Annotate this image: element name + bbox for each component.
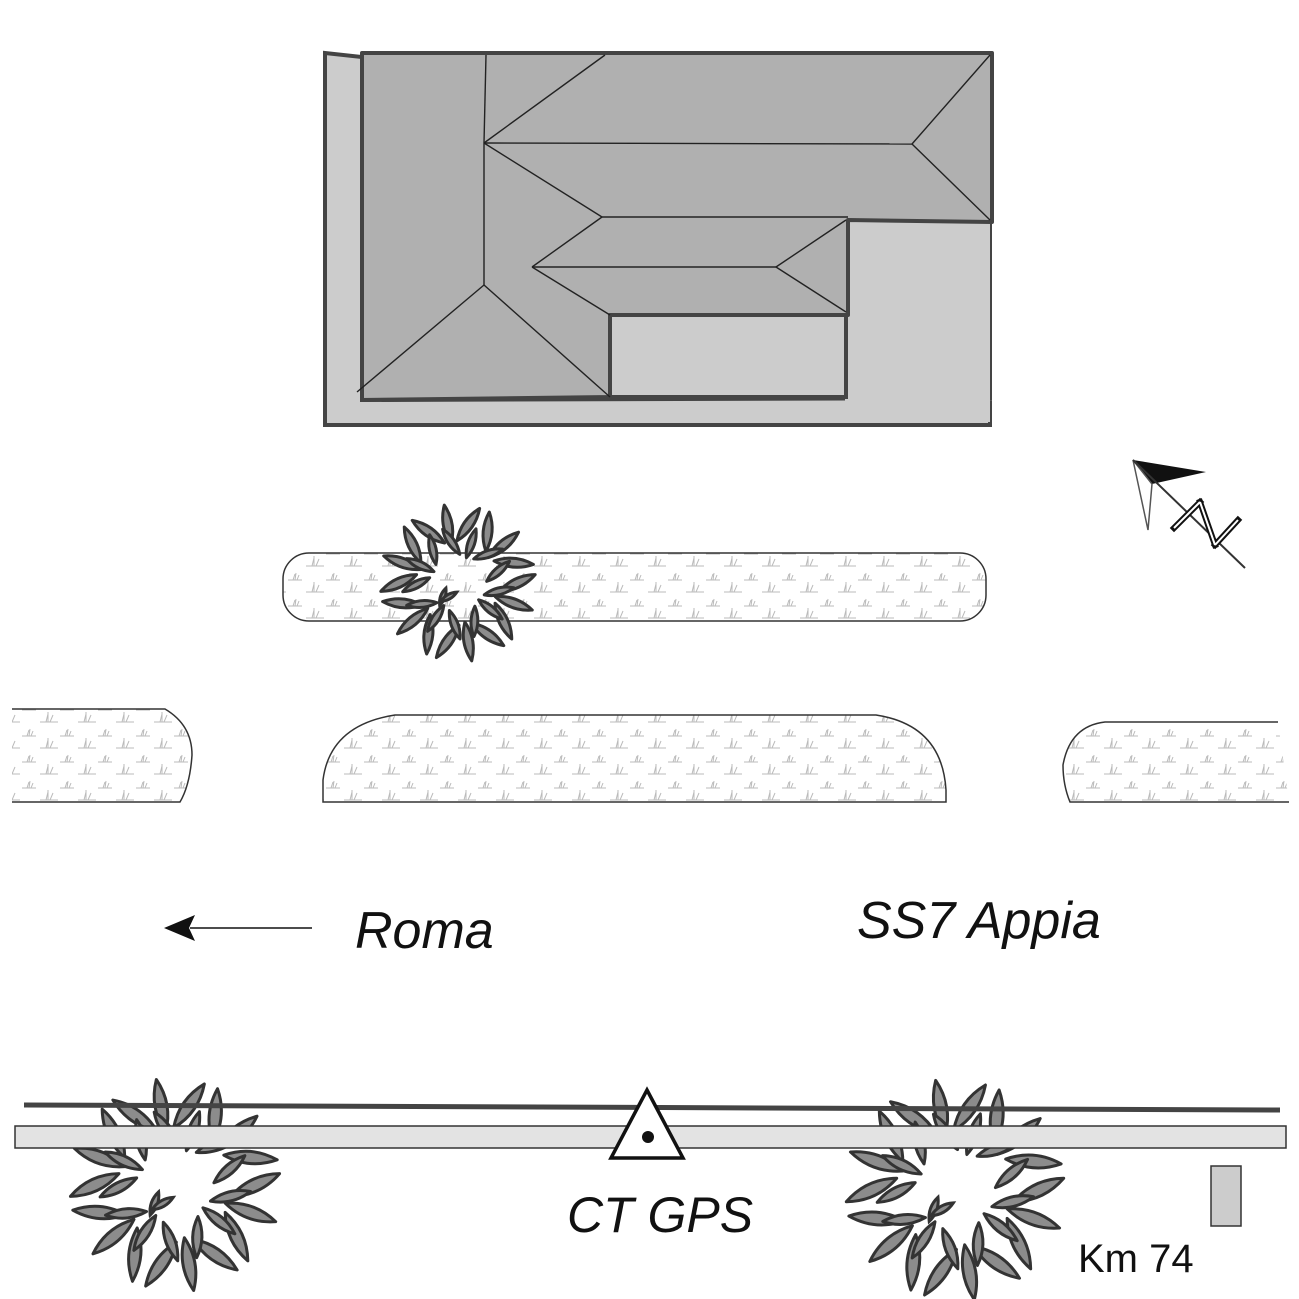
station-label: CT GPS xyxy=(567,1187,753,1243)
direction-label: Roma xyxy=(355,902,494,960)
km-marker-label: Km 74 xyxy=(1078,1237,1194,1281)
tree-leaf xyxy=(461,620,475,663)
north-arrow-icon xyxy=(1132,459,1246,569)
courtyard xyxy=(845,222,990,422)
tree-leaf xyxy=(405,598,439,610)
tree-leaf xyxy=(844,1176,899,1204)
tree-leaf xyxy=(469,604,480,639)
tree-leaf xyxy=(982,1212,1019,1243)
tree-icon xyxy=(844,1078,1066,1299)
tree-leaf xyxy=(379,573,419,593)
tree-leaf xyxy=(180,1236,198,1292)
tree-leaf xyxy=(455,506,482,543)
tree-leaf xyxy=(993,1157,1030,1190)
tree-leaf xyxy=(191,1215,204,1260)
tree-leaf xyxy=(971,1221,985,1267)
tree-leaf xyxy=(212,1154,247,1185)
tree-leaf xyxy=(98,1176,139,1199)
roof-ridges xyxy=(356,54,991,398)
road-name-label: SS7 Appia xyxy=(857,892,1101,950)
tree-leaf xyxy=(868,1224,914,1263)
tree-leaf xyxy=(472,547,504,561)
tree-leaf xyxy=(426,604,446,633)
tree-leaf xyxy=(1005,1216,1033,1271)
tree-leaf xyxy=(881,1213,927,1226)
tree-icon xyxy=(68,1078,282,1292)
tree-leaf xyxy=(441,527,462,556)
upper-grass-median xyxy=(282,552,987,622)
grass-median-left xyxy=(12,708,193,803)
lower-annex xyxy=(608,313,848,399)
tree-leaf xyxy=(941,1227,960,1271)
tree-leaf xyxy=(482,585,516,598)
tree-leaf xyxy=(148,1195,177,1212)
tree-leaf xyxy=(404,557,436,574)
lower-grass-medians xyxy=(12,708,1289,803)
tree-leaf xyxy=(401,576,432,594)
tree-leaf xyxy=(477,598,504,621)
tree-leaf xyxy=(438,590,460,603)
tree-leaf xyxy=(990,1194,1036,1210)
grass-median-right xyxy=(1062,721,1289,803)
tree-leaf xyxy=(447,608,462,641)
tree-leaf xyxy=(427,533,439,566)
tree-leaf xyxy=(485,559,512,583)
tree-leaf xyxy=(410,518,447,545)
tree-leaf xyxy=(208,1189,253,1204)
km-post-icon xyxy=(1210,1165,1242,1227)
triangle-station-icon xyxy=(608,1086,686,1160)
tree-leaf xyxy=(880,1154,923,1176)
tree-leaf xyxy=(464,527,478,560)
tree-leaf xyxy=(875,1181,917,1204)
tree-leaf xyxy=(481,510,494,553)
tree-icon xyxy=(379,503,537,663)
tree-leaf xyxy=(201,1206,237,1236)
tree-leaf xyxy=(161,1220,180,1263)
tree-leaf xyxy=(960,1243,979,1299)
building xyxy=(323,50,994,427)
arrow-left-icon xyxy=(164,915,312,941)
tree-leaf xyxy=(132,1213,158,1252)
tree-leaf xyxy=(910,1220,937,1260)
tree-leaf xyxy=(91,1217,136,1256)
grass-median-center xyxy=(322,714,947,803)
tree-leaf xyxy=(395,606,430,636)
main-roof xyxy=(360,51,994,402)
tree-leaf xyxy=(68,1172,121,1198)
tree-leaf xyxy=(103,1150,144,1172)
tree-leaf xyxy=(103,1207,149,1220)
tree-leaf xyxy=(928,1201,957,1218)
